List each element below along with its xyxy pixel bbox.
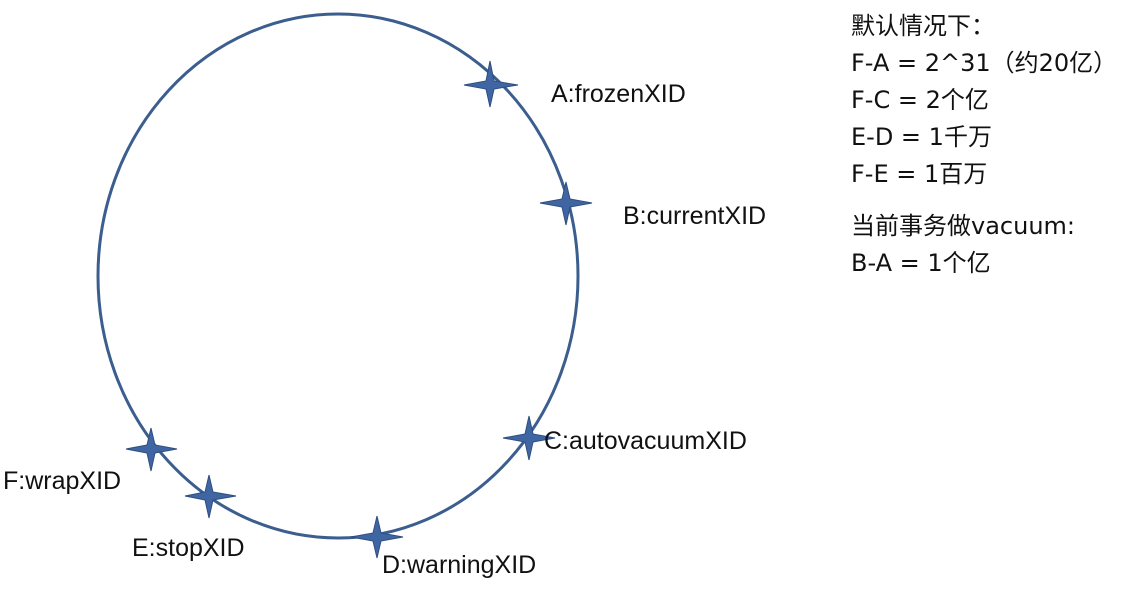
point-a-label: A:frozenXID (551, 80, 686, 108)
point-e-label: E:stopXID (132, 534, 245, 562)
vacuum-heading: 当前事务做vacuum: (851, 212, 1075, 240)
notes-spacer (851, 193, 1141, 208)
notes-panel: 默认情况下： F-A = 2^31（约20亿） F-C = 2个亿 E-D = … (851, 8, 1141, 282)
point-f-star-icon (125, 427, 178, 472)
note-f-e: F-E = 1百万 (851, 160, 988, 188)
xid-ring (96, 12, 580, 540)
point-c-label: C:autovacuumXID (544, 427, 747, 455)
point-c-star-icon (502, 415, 556, 461)
point-e-star-icon (184, 474, 237, 519)
note-e-d: E-D = 1千万 (851, 123, 992, 151)
point-b-label: B:currentXID (623, 202, 766, 230)
point-d-star-icon (350, 515, 404, 559)
point-b-star-icon (539, 181, 593, 226)
note-f-c: F-C = 2个亿 (851, 86, 989, 114)
point-d-label: D:warningXID (382, 551, 536, 579)
point-f-label: F:wrapXID (3, 467, 121, 495)
defaults-heading: 默认情况下： (851, 12, 995, 40)
point-a-star-icon (463, 60, 519, 108)
note-b-a: B-A = 1个亿 (851, 249, 991, 277)
note-f-a: F-A = 2^31（约20亿） (851, 49, 1118, 77)
